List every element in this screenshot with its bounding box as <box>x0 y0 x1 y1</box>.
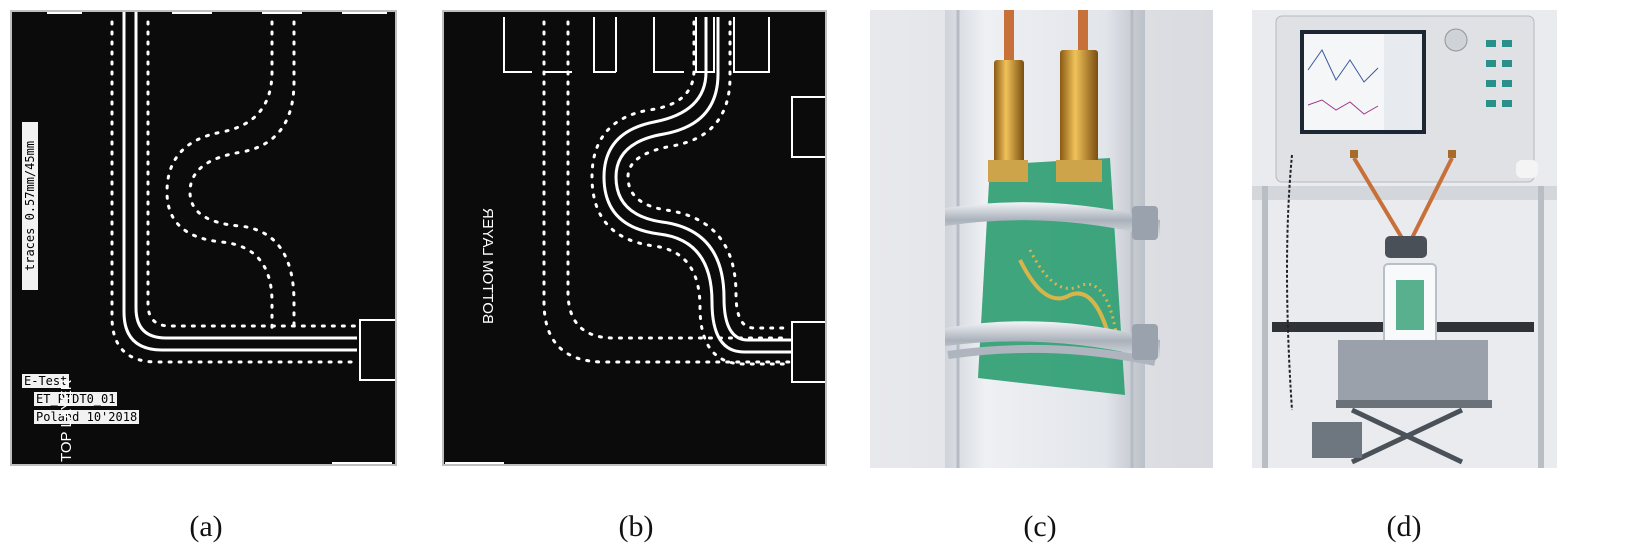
date-value: 10'2018 <box>86 410 138 424</box>
caption-a: (a) <box>189 510 223 543</box>
caption-b: (b) <box>618 510 654 543</box>
measurement-setup-photo <box>1252 10 1557 468</box>
pcb-bottom-layer-panel: BOTTOM LAYER <box>442 10 827 466</box>
sensor-on-pipe-illustration <box>870 10 1213 468</box>
caption-c: (c) <box>1023 510 1057 543</box>
part-label: ET_PTDT0_01 <box>34 392 118 406</box>
pcb-top-layer-panel: traces 0.57mm/45mm E-Test ET_PTDT0_01 Po… <box>10 10 397 466</box>
country-label: Poland <box>36 410 80 424</box>
bottom-layer-traces <box>445 17 825 464</box>
top-layer-traces <box>47 12 395 464</box>
traces-label: traces 0.57mm/45mm <box>22 122 38 290</box>
caption-d: (d) <box>1386 510 1422 543</box>
top-layer-label: TOP LAYER <box>58 379 75 462</box>
sensor-on-pipe-photo <box>870 10 1213 468</box>
measurement-setup-illustration <box>1252 10 1557 468</box>
bottom-layer-label: BOTTOM LAYER <box>479 207 496 324</box>
date-label: Poland 10'2018 <box>34 410 140 424</box>
company-label: E-Test <box>22 374 70 388</box>
